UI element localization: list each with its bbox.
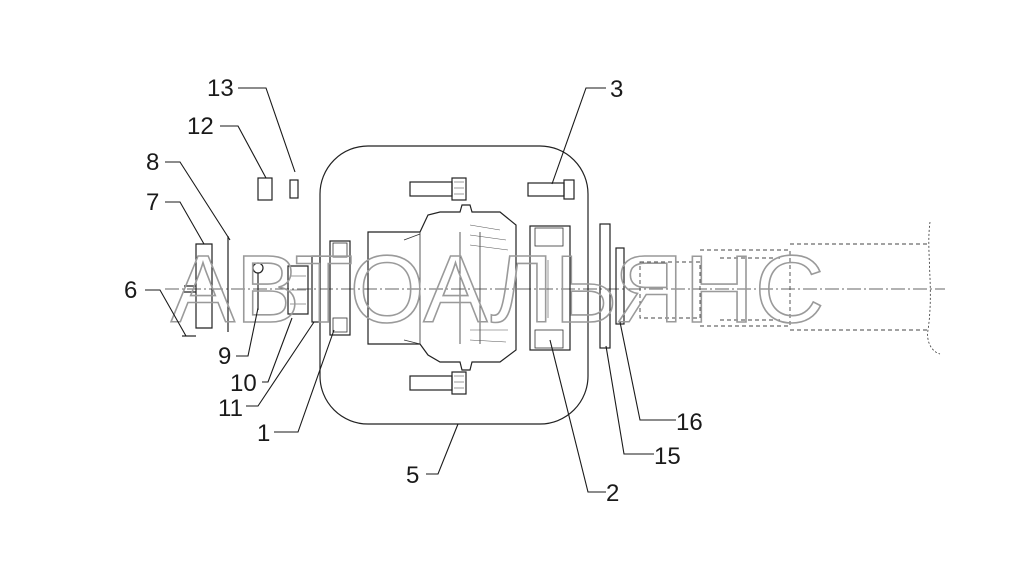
callout-12: 12 [187,113,214,140]
callout-1: 1 [257,420,270,447]
nut-part-10 [287,265,309,315]
stud-part-3 [527,179,575,200]
screw-part-13 [289,179,299,199]
callout-16: 16 [676,409,703,436]
lock-part-12 [257,177,273,201]
callout-9: 9 [218,343,231,370]
leader-lines [145,87,676,493]
watermark-text: АВТОАЛЬЯНС [171,236,825,343]
wheel-stud-top [409,177,467,201]
washer-part-11 [311,255,321,323]
outer-bearing-part-2 [529,225,571,351]
callout-13: 13 [207,75,234,102]
hub-body [367,204,517,371]
inner-bearing-part-1 [329,240,351,336]
hub-cap-part-7 [184,243,213,329]
callout-15: 15 [654,443,681,470]
callout-5: 5 [406,462,419,489]
callout-3: 3 [610,76,623,103]
callout-7: 7 [146,189,159,216]
axle-shaft [639,221,941,355]
seal-part-15 [599,223,611,349]
callout-11: 11 [218,395,243,422]
wheel-stud-bottom [409,371,467,395]
callout-2: 2 [606,480,619,507]
callout-10: 10 [230,370,257,397]
cotter-pin-part-9 [252,262,264,310]
callout-8: 8 [146,149,159,176]
callout-6: 6 [124,277,137,304]
